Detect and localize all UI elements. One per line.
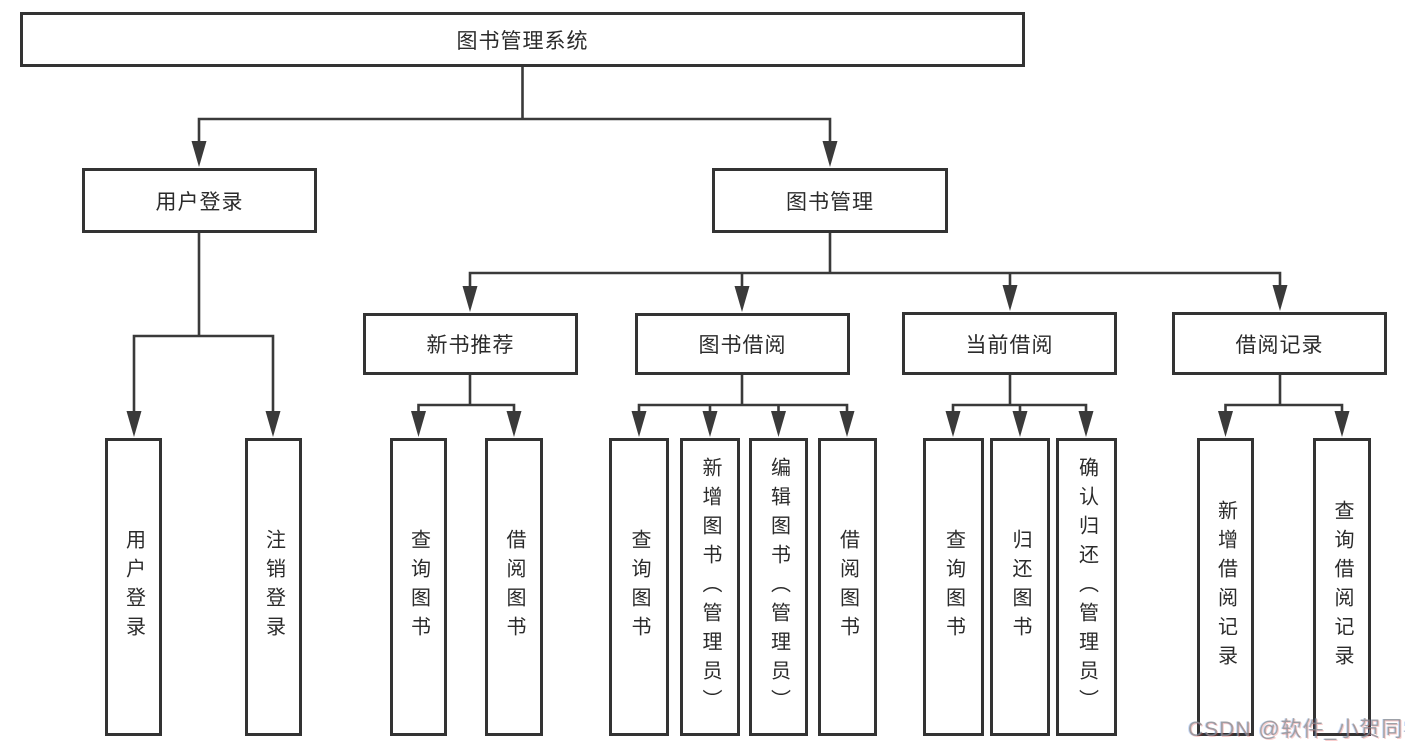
leaf-query-book-borrow-label: 查询图书 <box>628 529 650 645</box>
leaf-query-book-current-label: 查询图书 <box>942 529 965 645</box>
node-new-book-recommend: 新书推荐 <box>363 313 578 375</box>
node-root: 图书管理系统 <box>20 12 1025 67</box>
node-borrow-records: 借阅记录 <box>1172 312 1387 375</box>
leaf-logout-label: 注销登录 <box>262 529 285 645</box>
node-current-borrow: 当前借阅 <box>902 312 1117 375</box>
node-book-management-label: 图书管理 <box>786 190 874 214</box>
leaf-borrow-book: 借阅图书 <box>818 438 877 736</box>
node-user-login: 用户登录 <box>82 168 317 233</box>
node-new-book-recommend-label: 新书推荐 <box>426 334 515 357</box>
leaf-logout: 注销登录 <box>245 438 302 736</box>
leaf-query-book-current: 查询图书 <box>923 438 984 736</box>
leaf-add-book-admin: 新增图书（管理员） <box>680 438 740 736</box>
connector-current-borrow-children <box>945 374 1094 437</box>
connector-new-book-rec-children <box>411 374 522 437</box>
connector-user-login-children <box>126 232 281 437</box>
leaf-borrow-book-recommend-label: 借阅图书 <box>503 529 525 645</box>
leaf-query-borrow-record: 查询借阅记录 <box>1313 438 1371 736</box>
leaf-add-book-admin-label: 新增图书（管理员） <box>699 456 721 718</box>
leaf-query-borrow-record-label: 查询借阅记录 <box>1331 500 1353 674</box>
leaf-return-book-label: 归还图书 <box>1009 529 1031 645</box>
leaf-query-book-borrow: 查询图书 <box>609 438 669 736</box>
connector-root-to-level2 <box>191 66 838 167</box>
leaf-user-login-label: 用户登录 <box>122 529 145 645</box>
leaf-confirm-return-admin-label: 确认归还（管理员） <box>1075 456 1098 718</box>
node-book-borrow-label: 图书借阅 <box>698 334 787 357</box>
leaf-query-book-recommend-label: 查询图书 <box>407 529 430 645</box>
leaf-borrow-book-recommend: 借阅图书 <box>485 438 543 736</box>
connector-book-borrow-children <box>631 374 855 437</box>
node-user-login-label: 用户登录 <box>155 190 244 214</box>
leaf-query-book-recommend: 查询图书 <box>390 438 447 736</box>
node-root-label: 图书管理系统 <box>456 29 589 53</box>
leaf-edit-book-admin: 编辑图书（管理员） <box>749 438 808 736</box>
leaf-confirm-return-admin: 确认归还（管理员） <box>1056 438 1117 736</box>
connector-book-mgmt-children <box>462 232 1288 312</box>
leaf-user-login: 用户登录 <box>105 438 162 736</box>
node-borrow-records-label: 借阅记录 <box>1235 333 1324 357</box>
leaf-add-borrow-record: 新增借阅记录 <box>1197 438 1254 736</box>
leaf-borrow-book-label: 借阅图书 <box>836 529 859 645</box>
connector-borrow-records-children <box>1218 374 1350 437</box>
leaf-return-book: 归还图书 <box>990 438 1050 736</box>
node-book-borrow: 图书借阅 <box>635 313 850 375</box>
leaf-add-borrow-record-label: 新增借阅记录 <box>1214 500 1237 674</box>
leaf-edit-book-admin-label: 编辑图书（管理员） <box>767 456 790 718</box>
csdn-watermark: CSDN @软件_小贺同学 <box>1188 718 1405 741</box>
node-book-management: 图书管理 <box>712 168 948 233</box>
node-current-borrow-label: 当前借阅 <box>965 333 1054 357</box>
